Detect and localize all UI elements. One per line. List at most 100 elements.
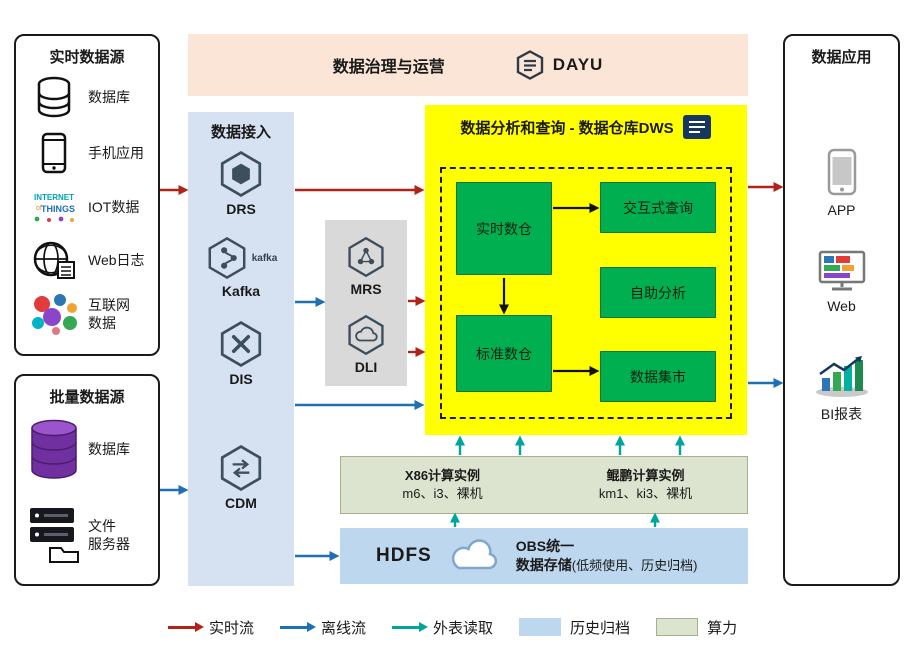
service-drs: DRS [188, 150, 294, 217]
teal-arrow-icon [392, 625, 425, 629]
governance-title: 数据治理与运营 [332, 59, 445, 76]
svg-text:of: of [36, 205, 42, 212]
globe-log-icon [26, 240, 82, 280]
web-monitor-icon [818, 250, 865, 291]
obs-title-line2: 数据存储 [515, 556, 572, 573]
legend-item-realtime-flow: 实时流 [168, 617, 254, 638]
batch-sources-title: 批量数据源 [49, 389, 125, 406]
kafka-hexagon-icon [208, 236, 246, 280]
source-label: 文件 服务器 [88, 517, 130, 552]
source-label: 互联网 数据 [88, 296, 130, 331]
file-server-icon [26, 506, 82, 564]
list-item: APP [785, 148, 898, 218]
legend-label: 实时流 [209, 619, 255, 637]
obs-note: (低频使用、历史归档) [571, 557, 698, 573]
analytics-services-panel: MRS DLI [325, 220, 407, 386]
legend: 实时流 离线流 外表读取 历史归档 算力 [168, 612, 737, 642]
application-label: APP [827, 202, 856, 218]
hdfs-label: HDFS [376, 545, 432, 566]
obs-title-line1: OBS统一 [515, 538, 575, 555]
realtime-sources-panel: 实时数据源 数据库 手机应用 [14, 34, 160, 356]
internet-bubbles-icon [26, 292, 82, 336]
list-item: Web [785, 250, 898, 314]
service-label: CDM [225, 495, 257, 511]
source-label: 手机应用 [88, 144, 144, 161]
kafka-wordmark: kafka [251, 252, 278, 264]
source-label: 数据库 [88, 440, 130, 457]
service-label: DLI [354, 359, 378, 375]
service-label: DIS [229, 371, 253, 387]
service-dli: DLI [325, 314, 407, 375]
service-dis: DIS [188, 320, 294, 387]
kunpeng-title: 鲲鹏计算实例 [606, 467, 685, 483]
dayu-hexagon-icon [516, 50, 543, 80]
service-mrs: MRS [325, 236, 407, 297]
legend-label: 外表读取 [433, 619, 494, 637]
drs-hexagon-icon [220, 151, 262, 197]
service-kafka: kafka Kafka [188, 236, 294, 299]
dws-header: 数据分析和查询 - 数据仓库DWS [425, 114, 747, 140]
legend-label: 算力 [707, 619, 738, 637]
source-label: 数据库 [88, 88, 130, 105]
legend-item-compute: 算力 [656, 617, 737, 638]
capability-data-mart: 数据集市 [600, 351, 716, 402]
list-item: 数据库 [26, 76, 130, 118]
realtime-sources-title: 实时数据源 [49, 49, 125, 66]
source-label: IOT数据 [88, 198, 140, 215]
ingestion-panel: 数据接入 DRS kafka Kafka [188, 112, 294, 586]
dws-dashed-border [440, 167, 732, 419]
storage-panel: HDFS OBS统一 数据存储(低频使用、历史归档) [340, 528, 748, 584]
red-arrow-icon [168, 625, 200, 629]
list-item: 互联网 数据 [26, 292, 130, 336]
legend-item-external-read: 外表读取 [392, 617, 493, 638]
database-icon [26, 76, 82, 118]
dayu-logo-text: DAYU [552, 55, 604, 74]
governance-bar: 数据治理与运营 DAYU [188, 34, 748, 96]
x86-models: m6、i3、裸机 [402, 486, 483, 501]
app-phone-icon [827, 148, 856, 196]
applications-title: 数据应用 [811, 49, 872, 66]
application-label: Web [827, 298, 856, 314]
database-purple-icon [26, 418, 82, 480]
mrs-hexagon-icon [348, 236, 384, 278]
compute-instances-panel: X86计算实例 m6、i3、裸机 鲲鹏计算实例 km1、ki3、裸机 [340, 456, 748, 514]
legend-label: 历史归档 [570, 619, 631, 637]
legend-item-offline-flow: 离线流 [280, 617, 366, 638]
dws-document-icon [682, 115, 711, 139]
iot-wordcloud-icon: INTERNET of THINGS [26, 188, 82, 226]
dli-hexagon-icon [348, 314, 384, 356]
blue-arrow-icon [280, 625, 313, 629]
warehouse-realtime: 实时数仓 [456, 182, 552, 275]
compute-swatch-icon [656, 618, 699, 636]
list-item: 手机应用 [26, 132, 144, 174]
dws-panel: 数据分析和查询 - 数据仓库DWS 实时数仓 标准数仓 交互式查询 自助分析 数… [425, 105, 747, 435]
list-item: 文件 服务器 [26, 506, 130, 564]
list-item: INTERNET of THINGS IOT数据 [26, 188, 139, 226]
svg-text:THINGS: THINGS [41, 204, 75, 214]
dayu-logo: DAYU [515, 50, 604, 80]
source-label: Web日志 [88, 251, 145, 268]
mobile-phone-icon [26, 132, 82, 174]
kunpeng-models: km1、ki3、裸机 [598, 486, 693, 501]
service-label: MRS [350, 281, 382, 297]
service-cdm: CDM [188, 444, 294, 511]
capability-self-service-analysis: 自助分析 [600, 267, 716, 318]
obs-cloud-icon [451, 539, 497, 570]
ingestion-title: 数据接入 [210, 124, 271, 141]
applications-panel: 数据应用 APP Web [783, 34, 900, 586]
bi-chart-icon [815, 356, 868, 397]
list-item: 数据库 [26, 418, 130, 480]
x86-compute-cell: X86计算实例 m6、i3、裸机 [341, 457, 544, 513]
dws-title: 数据分析和查询 - 数据仓库DWS [460, 119, 674, 137]
legend-label: 离线流 [321, 619, 367, 637]
list-item: BI报表 [785, 354, 898, 424]
archive-swatch-icon [519, 618, 562, 636]
batch-sources-panel: 批量数据源 数据库 [14, 374, 160, 586]
legend-item-archive: 历史归档 [519, 617, 630, 638]
x86-title: X86计算实例 [404, 467, 481, 483]
warehouse-standard: 标准数仓 [456, 315, 552, 392]
service-label: DRS [226, 201, 256, 217]
list-item: Web日志 [26, 240, 145, 280]
capability-interactive-query: 交互式查询 [600, 182, 716, 233]
